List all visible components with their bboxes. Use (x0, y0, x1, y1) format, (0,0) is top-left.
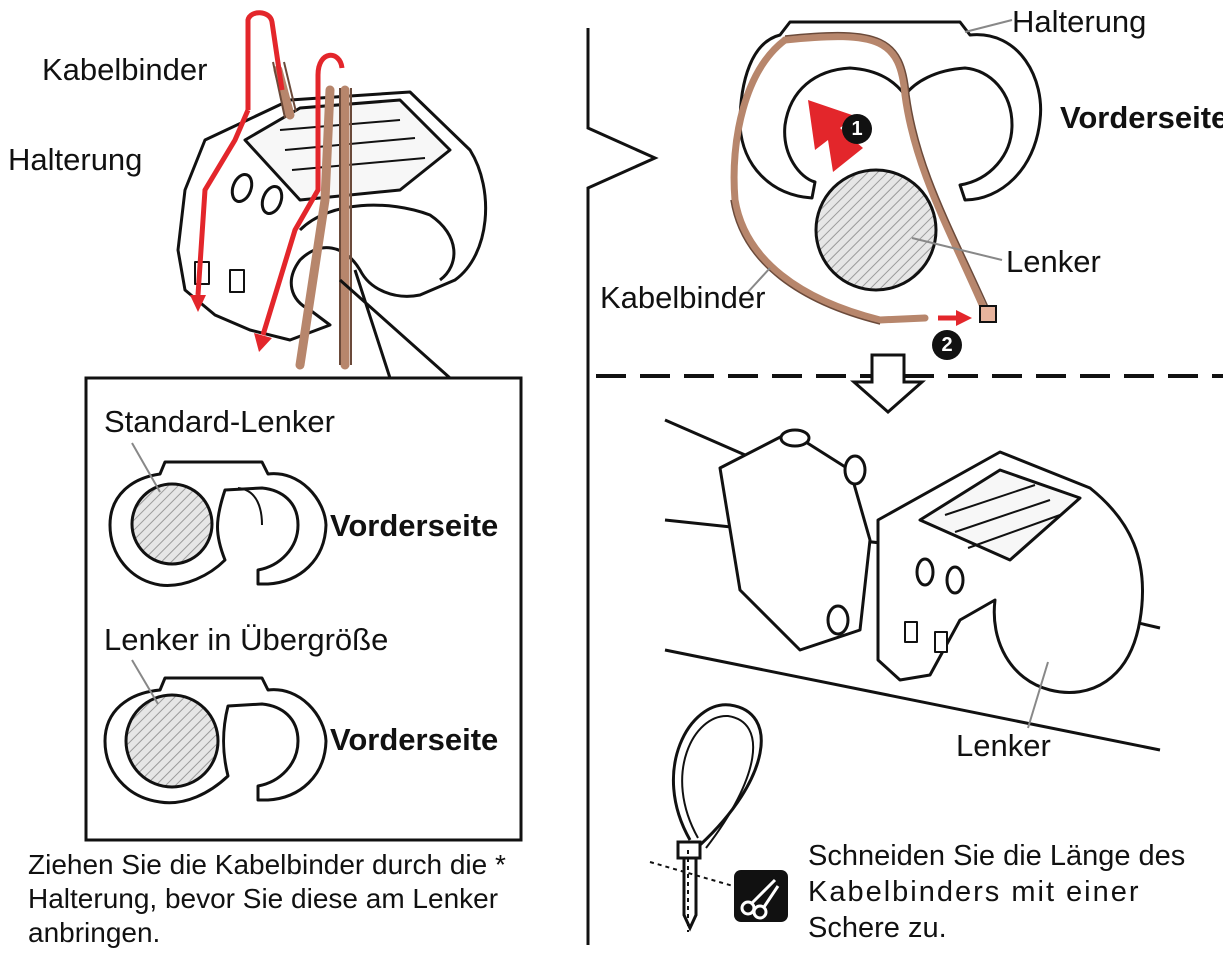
standard-leader-line (131, 442, 161, 493)
bracket-assembly-illustration (176, 90, 488, 342)
zip-tie-loop (730, 33, 992, 324)
standard-front-label: Vorderseite (330, 508, 499, 543)
pull-arrow-2 (938, 310, 972, 326)
install-note-line: Halterung, bevor Sie diese am Lenker (28, 883, 499, 914)
install-note-line: Ziehen Sie die Kabelbinder durch die * (28, 849, 506, 880)
bracket-label-right: Halterung (1012, 4, 1147, 39)
cross-section-illustration (738, 20, 1043, 292)
oversize-front-label: Vorderseite (330, 722, 499, 757)
install-note: Ziehen Sie die Kabelbinder durch die * H… (28, 848, 506, 950)
oversize-bracket-icon (103, 676, 328, 805)
red-threading-arrows (195, 10, 345, 336)
down-arrow (850, 353, 926, 415)
step-2-badge: 2 (932, 330, 962, 360)
handlebar-label-right: Lenker (1006, 244, 1101, 279)
step-1-badge: 1 (842, 114, 872, 144)
oversize-leader-line (131, 659, 159, 705)
cable-tie-label: Kabelbinder (42, 52, 208, 87)
standard-handlebar-label: Standard-Lenker (104, 404, 335, 439)
vertical-separator (586, 28, 659, 945)
cut-instruction: Schneiden Sie die Länge des Kabelbinders… (808, 838, 1185, 946)
mounted-bracket-illustration (664, 418, 1161, 752)
cut-instruction-line: Schneiden Sie die Länge des (808, 840, 1186, 872)
scissors-icon (740, 878, 780, 920)
cut-guide-lines (649, 850, 741, 932)
zip-tie-head (979, 305, 997, 323)
handlebar-label-bottom: Lenker (956, 728, 1051, 763)
standard-bracket-icon (108, 460, 328, 587)
cut-instruction-line: Schere zu. (808, 912, 947, 944)
cut-instruction-line: Kabelbinders mit einer (808, 876, 1141, 908)
inset-callout (339, 269, 451, 380)
oversize-handlebar-label: Lenker in Übergröße (104, 622, 389, 657)
cable-tie-cut-icon (672, 703, 763, 932)
install-note-line: anbringen. (28, 917, 161, 948)
front-label-right: Vorderseite (1060, 100, 1223, 135)
cable-tie-label-right: Kabelbinder (600, 280, 766, 315)
bracket-label: Halterung (8, 142, 143, 177)
